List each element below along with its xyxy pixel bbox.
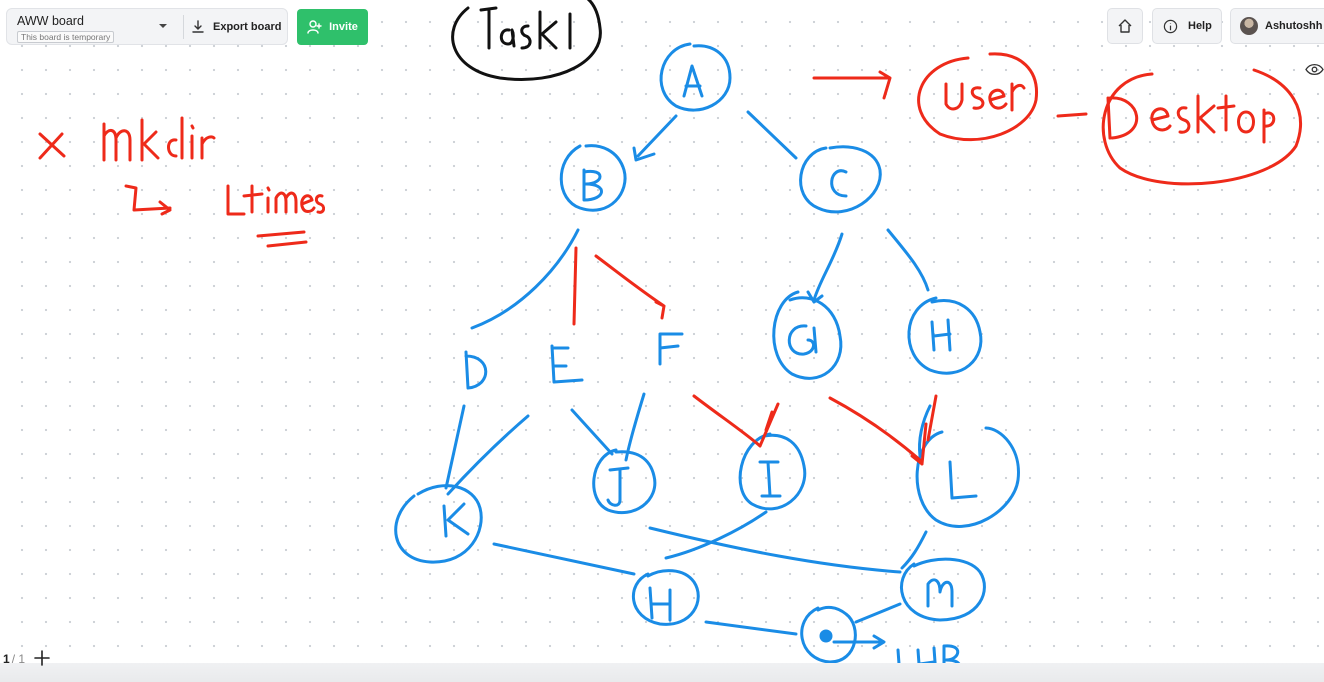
chevron-down-icon[interactable] <box>157 20 169 32</box>
path-labels <box>812 52 1302 186</box>
mkdir-note <box>38 116 216 162</box>
invite-button[interactable]: Invite <box>297 9 368 45</box>
toolbar-divider <box>183 15 184 39</box>
invite-label: Invite <box>329 21 358 33</box>
user-name: Ashutoshh S <box>1265 20 1324 32</box>
red-highlights <box>572 246 938 466</box>
tree-graph <box>394 42 1020 680</box>
home-icon <box>1118 19 1132 33</box>
info-icon <box>1163 19 1178 33</box>
add-user-icon <box>307 20 322 34</box>
page-indicator: 1/ 1 <box>3 652 25 666</box>
task-bubble <box>451 0 602 81</box>
help-button[interactable]: Help <box>1152 8 1222 44</box>
avatar <box>1240 17 1258 35</box>
board-title[interactable]: AWW board <box>17 14 84 28</box>
user-menu-button[interactable]: Ashutoshh S <box>1230 8 1324 44</box>
page-total: / 1 <box>11 652 26 666</box>
temporary-board-badge: This board is temporary <box>17 31 115 43</box>
plus-icon[interactable] <box>33 649 51 667</box>
page-current: 1 <box>3 652 10 666</box>
bottom-toolbar <box>0 663 1324 682</box>
times-note <box>124 184 326 248</box>
download-icon <box>192 20 204 33</box>
board-info-panel: AWW board This board is temporary Export… <box>6 8 288 45</box>
export-board-label: Export board <box>213 21 282 33</box>
export-board-button[interactable]: Export board <box>191 16 281 38</box>
help-label: Help <box>1188 20 1212 32</box>
home-button[interactable] <box>1107 8 1143 44</box>
eye-icon[interactable] <box>1305 63 1324 76</box>
